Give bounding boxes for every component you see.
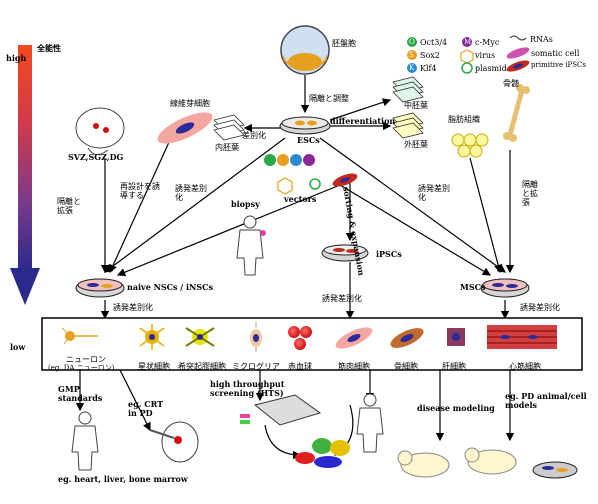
cell-sub-neuron: (eg. DA ニューロン) [48,364,115,372]
differentiation-label: differentiation [330,116,396,126]
fibroblast-label: 線維芽細胞 [170,99,210,108]
cell-label-bone: 骨細胞 [394,362,418,371]
biopsy-label: biopsy [231,199,260,209]
adipose-icon [451,133,489,158]
pd-label: eg. PD animal/cell models [505,391,587,411]
muscle-cell-icon [335,327,373,349]
reprogramming-factors [264,154,358,195]
right-induced-diff-label: 誘発差別化 [418,184,450,203]
ipsc-dish [321,244,369,262]
ectoderm-label: 外胚葉 [404,140,428,149]
legend-primitive: primitive iPSCs [531,61,587,69]
flow-arrows [75,75,515,460]
liver-cell-icon [447,328,465,346]
red-blood-cell-icon [288,326,312,350]
legend-sox: Sox2 [420,51,440,60]
cell-label-neuron: ニューロン [66,355,106,364]
esc-label: ESCs [297,135,320,145]
legend-myc: c-Myc [475,38,500,47]
esc-dish [279,116,331,135]
msc-diff-label: 誘発差別化 [520,303,560,312]
hts-label: high throughput screening (HTS) [210,379,285,399]
germ-layer-stacks [213,76,424,141]
blastocyst-label: 胚盤胞 [332,39,356,48]
organs-label: eg. heart, liver, bone marrow [58,474,188,484]
vectors-label: vectors [284,194,317,204]
nsc-label: naive NSCs / iNSCs [127,282,214,292]
ipsc-label: iPSCs [376,249,402,259]
msc-label: MSCs [460,282,486,292]
klf-letter: K [409,64,415,72]
cardiomyocyte-icon [487,325,557,349]
legend-oct: Oct3/4 [420,38,448,47]
legend-somatic: somatic cell [531,49,580,58]
sox-letter: S [409,51,414,59]
endoderm-label: 内胚葉 [215,143,239,152]
blastocyst [280,25,330,75]
myc-letter: M [464,38,472,46]
human-outline [356,393,384,453]
hts-plate [240,394,322,426]
bone-icon [503,84,530,142]
cell-label-cardiomyocyte: 心筋細胞 [509,362,541,371]
oligodendrocyte-icon [185,327,215,347]
cell-label-muscle: 筋肉細胞 [338,362,370,371]
legend-plasmid: plasmid [475,64,507,73]
legend-virus: virus [475,51,496,60]
esc-diff-label: 差別化 [242,131,266,140]
nsc-dish [75,278,125,298]
astrocyte-icon [139,324,165,350]
mice [397,447,578,479]
cell-label-rbc: 赤血球 [288,362,312,371]
human-figure [236,215,266,276]
crt-label: eg. CRT in PD [128,399,164,419]
head-injection [149,421,199,463]
msc-dish [480,278,530,298]
potency-arrow [10,45,40,305]
brain-regions-label: SVZ,SGZ,DG [68,152,124,162]
ipsc-diff-label: 誘発差別化 [322,294,362,303]
right-isolate-label: 隔離と拡張 [522,180,538,208]
cell-label-liver: 肝細胞 [442,362,466,371]
cell-label-microglia: ミクログリア [232,362,280,371]
screening-cells [295,438,350,468]
cell-label-astrocyte: 星状細胞 [138,362,170,371]
bone-label: 骨髄 [503,79,519,88]
nsc-diff-label: 誘発差別化 [113,303,153,312]
left-isolate-label: 隔離と拡張 [57,197,81,216]
microglia-icon [250,322,262,352]
fibroblast [157,112,213,144]
brain-icon [75,107,125,155]
gmp-label: GMP standards [58,384,103,404]
bone-cell-icon [390,328,424,348]
legend-rnas: RNAs [530,35,553,44]
potency-low-label: low [10,342,26,352]
legend-icons [407,35,530,74]
isolate-label: 隔離と調整 [309,94,349,103]
reprogram-label: 再設計を誘導する [120,182,160,201]
left-induced-diff-label: 誘発差別化 [175,184,207,203]
oct-letter: O [409,38,415,46]
adipose-label: 脂肪組織 [448,115,480,124]
potency-high-label: high [6,53,27,63]
human-body-bottom [71,411,99,471]
potency-top-label: 全能性 [37,43,61,53]
legend-klf: Klf4 [420,64,437,73]
cell-icons [61,322,557,352]
disease-label: disease modeling [417,403,495,413]
mesoderm-label: 中胚葉 [404,101,428,110]
neuron-icon [61,327,98,345]
cell-label-oligodendrocyte: 希突起膠細胞 [178,362,226,371]
